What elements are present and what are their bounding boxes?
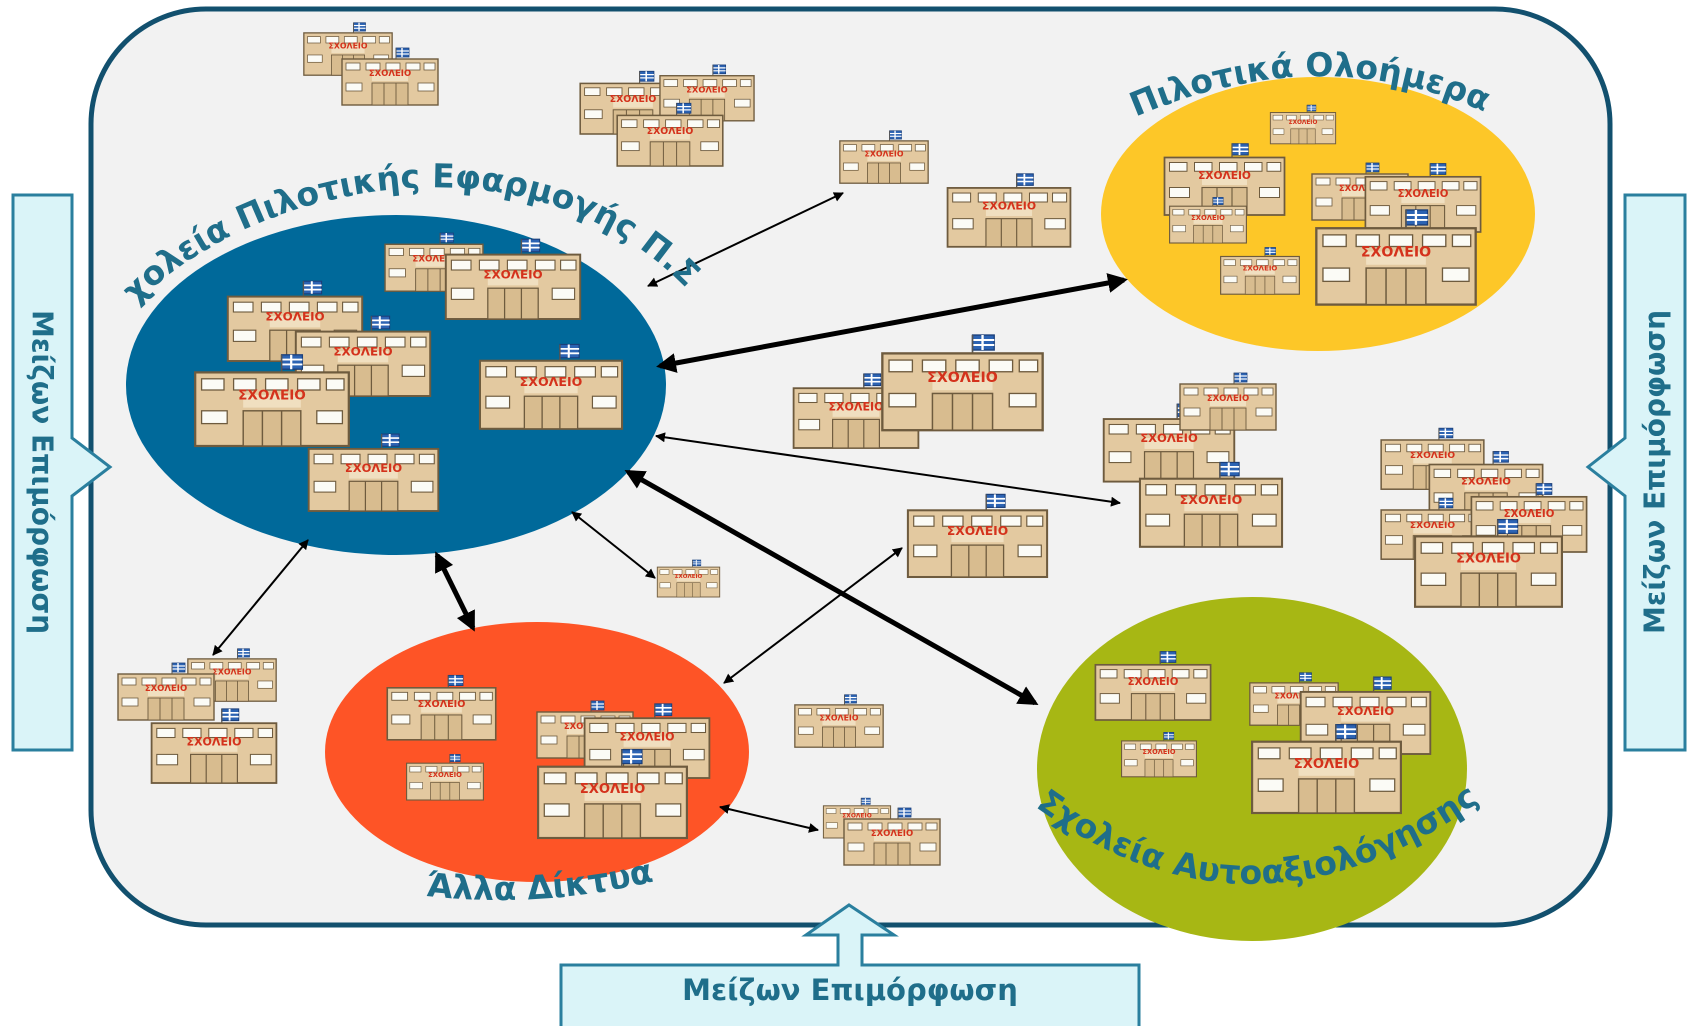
- school-sign-text: ΣΧΟΛΕΙΟ: [1191, 214, 1225, 222]
- school-sign-text: ΣΧΟΛΕΙΟ: [619, 730, 674, 743]
- school-sign-text: ΣΧΟΛΕΙΟ: [483, 267, 542, 281]
- left-training-arrow: [11, 193, 113, 752]
- school-sign-text: ΣΧΟΛΕΙΟ: [871, 829, 913, 839]
- school-sign-text: ΣΧΟΛΕΙΟ: [686, 84, 728, 94]
- school-sign-text: ΣΧΟΛΕΙΟ: [1294, 757, 1360, 772]
- school-sign-text: ΣΧΟΛΕΙΟ: [610, 94, 657, 105]
- school-sign-text: ΣΧΟΛΕΙΟ: [1289, 120, 1318, 126]
- school-sign-text: ΣΧΟΛΕΙΟ: [1180, 492, 1243, 507]
- school-sign-text: ΣΧΟΛΕΙΟ: [580, 782, 646, 797]
- school-sign-text: ΣΧΟΛΕΙΟ: [1275, 692, 1314, 701]
- school-sign-text: ΣΧΟΛΕΙΟ: [675, 574, 703, 580]
- training-label-bottom: Μείζων Επιμόρφωση: [682, 973, 1018, 1007]
- training-label-right: Μείζων Επιμόρφωση: [1639, 310, 1672, 634]
- school-sign-text: ΣΧΟΛΕΙΟ: [1142, 748, 1175, 756]
- school-sign-text: ΣΧΟΛΕΙΟ: [213, 668, 252, 677]
- school-sign-text: ΣΧΟΛΕΙΟ: [345, 461, 402, 475]
- school-sign-text: ΣΧΟΛΕΙΟ: [1456, 551, 1521, 566]
- school-sign-text: ΣΧΟΛΕΙΟ: [1504, 509, 1555, 520]
- school-sign-text: ΣΧΟΛΕΙΟ: [927, 370, 998, 386]
- training-label-left: Μείζων Επιμόρφωση: [26, 310, 59, 634]
- school-sign-text: ΣΧΟΛΕΙΟ: [1410, 451, 1456, 461]
- school-sign-text: ΣΧΟΛΕΙΟ: [865, 150, 904, 159]
- school-sign-text: ΣΧΟΛΕΙΟ: [982, 200, 1036, 213]
- school-sign-text: ΣΧΟΛΕΙΟ: [820, 714, 859, 723]
- school-sign-text: ΣΧΟΛΕΙΟ: [1398, 189, 1449, 200]
- school-sign-text: ΣΧΟΛΕΙΟ: [1410, 521, 1456, 531]
- school-sign-text: ΣΧΟΛΕΙΟ: [1207, 394, 1249, 404]
- school-sign-text: ΣΧΟΛΕΙΟ: [828, 400, 883, 413]
- school-sign-text: ΣΧΟΛΕΙΟ: [1461, 477, 1511, 488]
- school-sign-text: ΣΧΟΛΕΙΟ: [369, 69, 411, 79]
- right-training-arrow: [1585, 193, 1687, 752]
- school-sign-text: ΣΧΟΛΕΙΟ: [947, 524, 1008, 538]
- school-sign-text: ΣΧΟΛΕΙΟ: [1128, 677, 1179, 688]
- school-sign-text: ΣΧΟΛΕΙΟ: [520, 374, 583, 389]
- school-sign-text: ΣΧΟΛΕΙΟ: [428, 771, 462, 779]
- school-sign-text: ΣΧΟΛΕΙΟ: [1140, 431, 1198, 445]
- school-sign-text: ΣΧΟΛΕΙΟ: [329, 42, 368, 51]
- school-sign-text: ΣΧΟΛΕΙΟ: [1198, 169, 1251, 182]
- school-sign-text: ΣΧΟΛΕΙΟ: [647, 126, 694, 137]
- school-sign-text: ΣΧΟΛΕΙΟ: [412, 255, 455, 265]
- school-sign-text: ΣΧΟΛΕΙΟ: [418, 699, 466, 710]
- school-sign-text: ΣΧΟΛΕΙΟ: [238, 388, 306, 404]
- bottom-training-arrow: [559, 903, 1141, 1026]
- school-sign-text: ΣΧΟΛΕΙΟ: [333, 344, 392, 358]
- school-sign-text: ΣΧΟΛΕΙΟ: [1243, 264, 1278, 272]
- school-sign-text: ΣΧΟΛΕΙΟ: [1339, 184, 1381, 194]
- school-buildings: ΣΧΟΛΕΙΟ ΣΧΟΛΕΙΟ ΣΧΟΛΕΙΟ ΣΧΟΛΕΙΟ ΣΧΟΛΕΙΟ ΣΧΟΛΕ…: [117, 22, 1588, 866]
- connection-arrows: [212, 192, 1128, 833]
- school-sign-text: ΣΧΟΛΕΙΟ: [842, 813, 872, 820]
- school-sign-text: ΣΧΟΛΕΙΟ: [145, 684, 187, 694]
- school-sign-text: ΣΧΟΛΕΙΟ: [265, 309, 324, 323]
- school-sign-text: ΣΧΟΛΕΙΟ: [186, 735, 241, 748]
- school-sign-text: ΣΧΟΛΕΙΟ: [1361, 244, 1431, 260]
- school-sign-text: ΣΧΟΛΕΙΟ: [1337, 704, 1394, 718]
